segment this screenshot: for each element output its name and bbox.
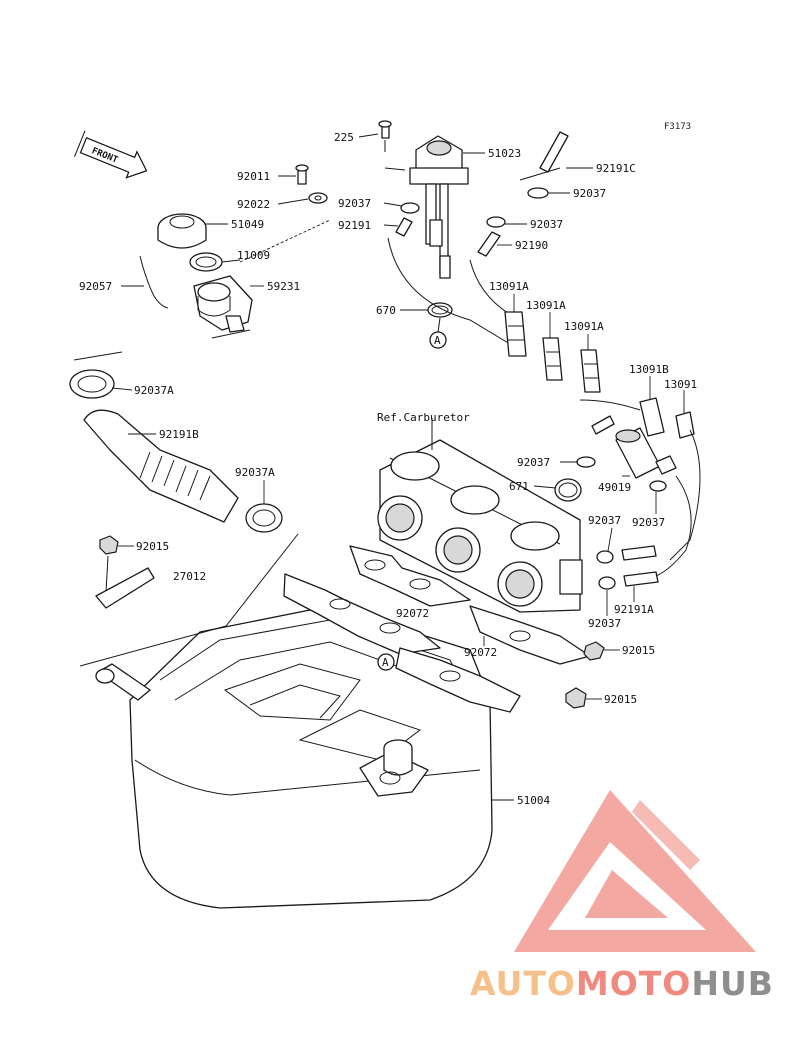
label-225: 225 bbox=[334, 131, 354, 144]
label-92011: 92011 bbox=[237, 170, 270, 183]
watermark-text: AUTOMOTOHUB bbox=[470, 964, 774, 1003]
fuel-filter bbox=[554, 415, 692, 590]
label-13091: 13091 bbox=[664, 378, 697, 391]
label-670: 670 bbox=[376, 304, 396, 317]
labels: 225 51023 92191C 92037 92037 92037 92191… bbox=[79, 131, 697, 807]
label-13091A-2: 13091A bbox=[526, 299, 566, 312]
label-671: 671 bbox=[509, 480, 529, 493]
label-92015-r1: 92015 bbox=[622, 644, 655, 657]
label-92191A: 92191A bbox=[614, 603, 654, 616]
label-92015-r2: 92015 bbox=[604, 693, 637, 706]
label-92190: 92190 bbox=[515, 239, 548, 252]
label-92037A-1: 92037A bbox=[134, 384, 174, 397]
watermark-logo bbox=[514, 790, 756, 952]
label-13091A-3: 13091A bbox=[564, 320, 604, 333]
label-59231: 59231 bbox=[267, 280, 300, 293]
label-92191C: 92191C bbox=[596, 162, 636, 175]
label-92191B: 92191B bbox=[159, 428, 199, 441]
carburetor-assembly bbox=[377, 418, 583, 613]
label-49019: 49019 bbox=[598, 481, 631, 494]
label-13091B: 13091B bbox=[629, 363, 669, 376]
label-92037A-2: 92037A bbox=[235, 466, 275, 479]
label-51023: 51023 bbox=[488, 147, 521, 160]
label-92057: 92057 bbox=[79, 280, 112, 293]
label-11009: 11009 bbox=[237, 249, 270, 262]
label-92037-top-m: 92037 bbox=[530, 218, 563, 231]
label-92015-l: 92015 bbox=[136, 540, 169, 553]
filler-hose bbox=[69, 351, 299, 667]
nuts-right bbox=[565, 641, 605, 709]
ref-carburetor-label: Ref.Carburetor bbox=[377, 411, 470, 424]
label-92037-top-l: 92037 bbox=[338, 197, 371, 210]
hose-clips bbox=[504, 311, 701, 561]
label-27012: 27012 bbox=[173, 570, 206, 583]
watermark-part3: HUB bbox=[691, 964, 774, 1003]
label-92072-1: 92072 bbox=[396, 607, 429, 620]
front-arrow: FRONT bbox=[74, 130, 148, 179]
fuel-sender-unit: A bbox=[378, 120, 569, 351]
fuel-tank bbox=[95, 605, 493, 909]
watermark-part1: AUTO bbox=[470, 964, 576, 1003]
gaskets: A bbox=[283, 545, 591, 713]
fuel-cap-assembly bbox=[139, 164, 331, 339]
watermark-part2: MOTO bbox=[576, 964, 691, 1003]
callout-a-top: A bbox=[434, 334, 441, 347]
label-92037-mid: 92037 bbox=[517, 456, 550, 469]
label-92037-r2: 92037 bbox=[632, 516, 665, 529]
label-92072-2: 92072 bbox=[464, 646, 497, 659]
label-92022: 92022 bbox=[237, 198, 270, 211]
label-92191: 92191 bbox=[338, 219, 371, 232]
callout-a-bottom: A bbox=[382, 656, 389, 669]
label-51004: 51004 bbox=[517, 794, 550, 807]
label-92037-r1: 92037 bbox=[588, 514, 621, 527]
label-13091A-1: 13091A bbox=[489, 280, 529, 293]
label-92037-r3: 92037 bbox=[588, 617, 621, 630]
figure-code: F3173 bbox=[664, 122, 691, 132]
label-92037-top-r: 92037 bbox=[573, 187, 606, 200]
label-51049: 51049 bbox=[231, 218, 264, 231]
